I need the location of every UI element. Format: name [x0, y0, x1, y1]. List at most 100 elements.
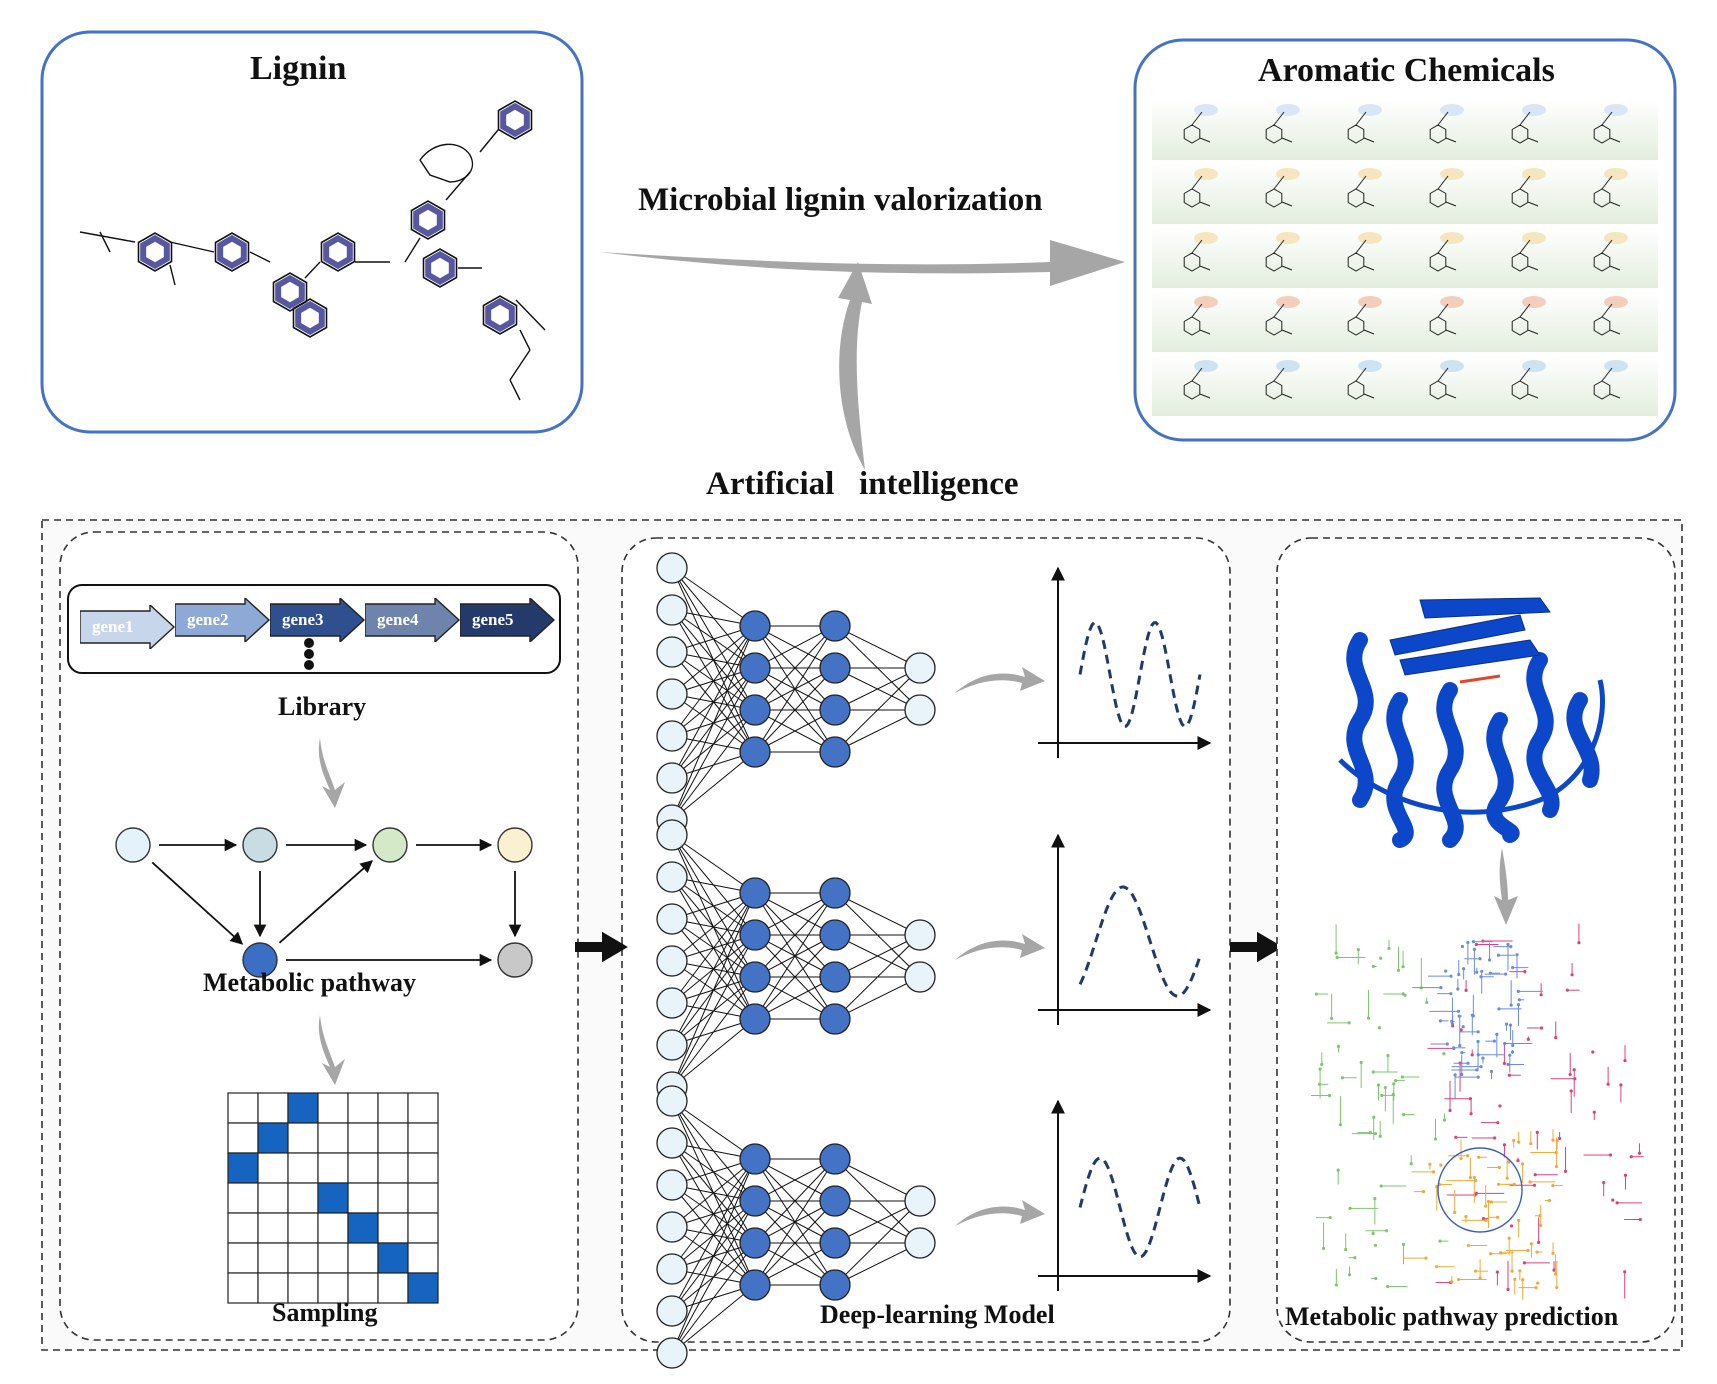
sampling-cell — [377, 1272, 409, 1304]
network-edge — [671, 667, 756, 821]
protein-sheet — [1399, 639, 1541, 676]
map-node — [1317, 1082, 1322, 1086]
map-node — [1328, 1216, 1332, 1220]
sampling-cell — [257, 1152, 289, 1184]
sampling-cell-selected — [227, 1152, 259, 1184]
prediction-label: Metabolic pathway prediction — [1285, 1302, 1619, 1331]
map-node — [1460, 944, 1464, 949]
network-edge — [834, 625, 921, 669]
pathway-node — [115, 827, 151, 863]
map-node — [1521, 1278, 1525, 1282]
sampling-cell — [287, 1182, 319, 1214]
io-node — [656, 636, 688, 668]
map-node — [1481, 1056, 1485, 1060]
map-node — [1638, 1217, 1642, 1222]
sampling-cell — [227, 1242, 259, 1274]
hidden-node — [739, 1227, 771, 1259]
map-node — [1563, 1169, 1568, 1173]
pathway-edge — [151, 861, 244, 945]
network-edge — [671, 1018, 756, 1088]
map-node — [1321, 1246, 1326, 1250]
map-node — [1439, 986, 1443, 990]
gene-4-label: gene4 — [377, 610, 419, 629]
compound-structure — [1183, 296, 1218, 336]
map-node — [1520, 1162, 1525, 1166]
map-node — [1477, 1155, 1481, 1159]
map-node — [1551, 1138, 1555, 1142]
aromatic-ring — [292, 298, 328, 338]
hidden-node — [739, 610, 771, 642]
gene-1: gene1 — [80, 605, 176, 649]
map-node — [1526, 1248, 1530, 1253]
network-edge — [671, 892, 756, 1046]
map-node — [1475, 970, 1479, 974]
map-node — [1471, 940, 1476, 944]
map-node — [1555, 1285, 1559, 1290]
io-node — [904, 694, 936, 726]
map-node — [1460, 1051, 1464, 1055]
sampling-cell — [287, 1242, 319, 1274]
sampling-cell-selected — [287, 1092, 319, 1124]
map-node — [1486, 1199, 1491, 1204]
network-edge — [834, 667, 921, 711]
map-node — [1504, 972, 1508, 976]
io-node — [904, 961, 936, 993]
network-edge — [834, 1242, 921, 1286]
sampling-cell — [377, 1152, 409, 1184]
map-node — [1611, 1198, 1615, 1202]
sampling-cell — [287, 1272, 319, 1304]
pathway-node — [372, 827, 408, 863]
io-node — [656, 1169, 688, 1201]
hidden-node — [819, 1185, 851, 1217]
sampling-cell — [317, 1272, 349, 1304]
map-node — [1401, 992, 1405, 996]
map-node — [1480, 969, 1484, 973]
map-node — [1431, 1170, 1436, 1174]
map-node — [1512, 1138, 1516, 1143]
compound-structure — [1265, 104, 1300, 144]
sampling-cell — [407, 1092, 439, 1124]
deep-learning-model-label: Deep-learning Model — [820, 1300, 1055, 1329]
map-node — [1327, 1093, 1332, 1098]
ai-arrow — [838, 262, 872, 470]
network-edge — [754, 1158, 836, 1286]
map-node — [1468, 1097, 1472, 1101]
io-node — [656, 903, 688, 935]
map-node — [1373, 1243, 1378, 1247]
compound-structure — [1183, 104, 1218, 144]
map-node — [1554, 1165, 1559, 1169]
map-node — [1464, 988, 1468, 992]
map-node — [1376, 1083, 1381, 1087]
map-node — [1452, 1046, 1456, 1050]
map-node — [1516, 989, 1520, 994]
gene-5: gene5 — [460, 598, 556, 642]
map-node — [1400, 1075, 1404, 1079]
aromatic-ring — [422, 248, 458, 288]
compound-structure — [1511, 360, 1546, 400]
neural-networks — [656, 552, 1212, 1369]
map-node — [1396, 968, 1401, 972]
model-output-arrow — [955, 1200, 1045, 1226]
network-edge — [834, 667, 921, 753]
library-to-pathway-arrow — [318, 738, 345, 808]
network-edge — [671, 625, 756, 779]
hidden-node — [739, 694, 771, 726]
compound-structure — [1593, 232, 1628, 272]
map-node — [1371, 964, 1375, 969]
map-node — [1509, 1003, 1513, 1007]
map-node — [1506, 1287, 1510, 1292]
network-edge — [834, 934, 921, 1020]
map-node — [1572, 1068, 1576, 1072]
network-edge — [671, 751, 756, 821]
protein-helix — [1486, 712, 1520, 843]
network-edge — [834, 709, 921, 753]
map-node — [1469, 1112, 1473, 1116]
map-node — [1551, 1251, 1555, 1256]
sampling-cell — [227, 1182, 259, 1214]
sampling-cell — [287, 1152, 319, 1184]
map-node — [1484, 1218, 1488, 1222]
map-node — [1470, 1013, 1474, 1017]
compound-structure — [1347, 168, 1382, 208]
map-node — [1554, 1036, 1558, 1040]
map-node — [1487, 958, 1492, 962]
